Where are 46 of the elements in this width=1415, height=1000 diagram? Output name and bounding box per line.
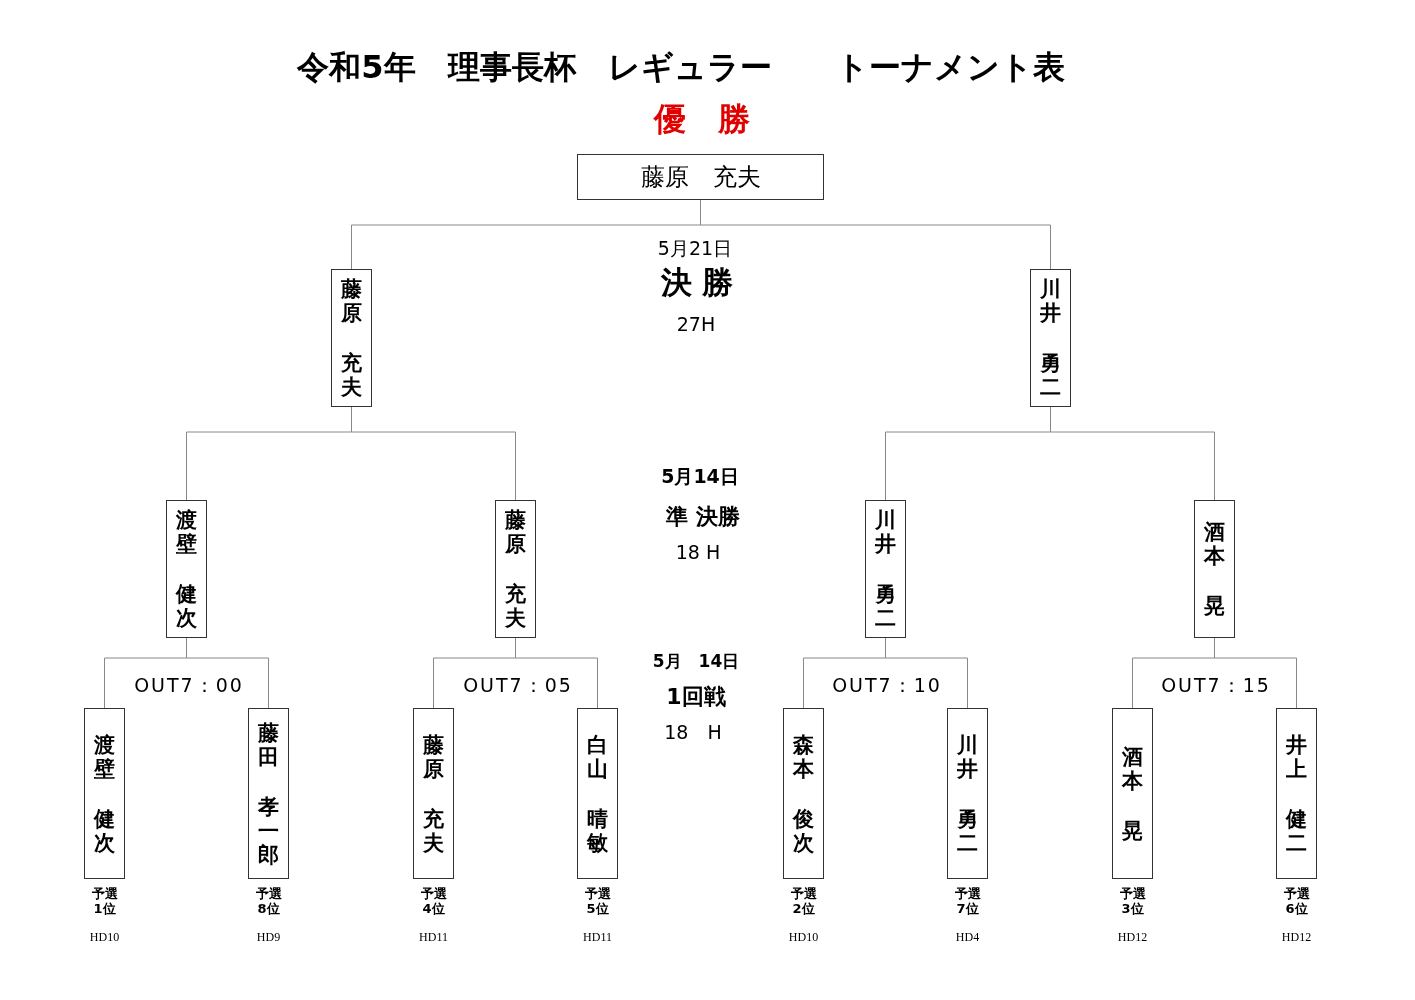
match-date: 5月21日: [657, 236, 733, 261]
start-time: OUT7：10: [832, 673, 942, 698]
handicap-label: HD10: [89, 930, 120, 945]
handicap-label: HD10: [788, 930, 819, 945]
match-date: 5月 14日: [652, 650, 740, 673]
holes-label: 18 H: [664, 720, 722, 745]
handicap-label: HD11: [583, 930, 612, 945]
name-box: 藤原 充夫: [413, 708, 454, 879]
start-time: OUT7：05: [463, 673, 573, 698]
seed-rank: 予選4位: [419, 886, 448, 916]
start-time: OUT7：00: [134, 673, 244, 698]
name-box: 藤原 充夫: [331, 269, 372, 407]
name-box: 渡壁 健次: [84, 708, 125, 879]
seed-rank: 予選1位: [90, 886, 119, 916]
name-box: 酒本 晃: [1194, 500, 1235, 638]
name-box: 藤原 充夫: [577, 154, 824, 200]
seed-rank: 予選5位: [583, 886, 612, 916]
name-box: 藤田 孝一郎: [248, 708, 289, 879]
seed-rank: 予選3位: [1118, 886, 1147, 916]
name-box: 藤原 充夫: [495, 500, 536, 638]
holes-label: 18 H: [675, 541, 721, 563]
handicap-label: HD4: [955, 930, 980, 945]
seed-rank: 予選8位: [254, 886, 283, 916]
name-box: 川井 勇二: [947, 708, 988, 879]
name-box: 白山 晴敏: [577, 708, 618, 879]
name-box: 酒本 晃: [1112, 708, 1153, 879]
name-box: 渡壁 健次: [166, 500, 207, 638]
handicap-label: HD9: [256, 930, 281, 945]
name-box: 井上 健二: [1276, 708, 1317, 879]
start-time: OUT7：15: [1161, 673, 1271, 698]
round-heading: 決 勝: [660, 263, 734, 302]
handicap-label: HD11: [419, 930, 448, 945]
seed-rank: 予選2位: [789, 886, 818, 916]
match-date: 5月14日: [661, 464, 739, 489]
handicap-label: HD12: [1281, 930, 1312, 945]
name-box: 森本 俊次: [783, 708, 824, 879]
handicap-label: HD12: [1117, 930, 1148, 945]
round-heading: 1回戦: [666, 683, 726, 711]
holes-label: 27H: [676, 313, 716, 335]
name-box: 川井 勇二: [865, 500, 906, 638]
title: 令和5年 理事長杯 レギュラー トーナメント表: [297, 47, 1065, 88]
name-box: 川井 勇二: [1030, 269, 1071, 407]
champion-heading: 優 勝: [654, 99, 750, 140]
seed-rank: 予選6位: [1282, 886, 1311, 916]
seed-rank: 予選7位: [953, 886, 982, 916]
round-heading: 準 決勝: [666, 503, 740, 531]
